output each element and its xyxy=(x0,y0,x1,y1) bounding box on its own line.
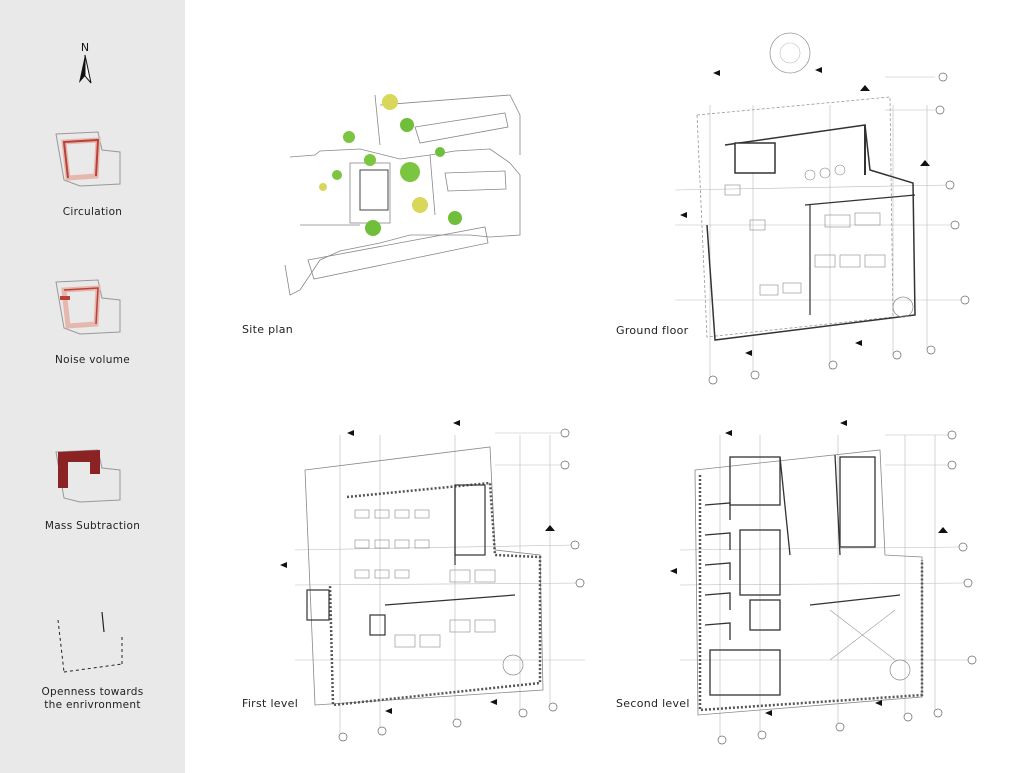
second-level-drawing xyxy=(670,420,977,745)
second-level-caption: Second level xyxy=(616,697,690,710)
legend-mass-label: Mass Subtraction xyxy=(44,520,141,532)
legend-openness-label-2: the enrivronment xyxy=(44,699,141,711)
circulation-icon xyxy=(55,131,121,187)
north-label: N xyxy=(81,41,89,54)
ground-floor-caption: Ground floor xyxy=(616,324,689,337)
north-arrow-icon: N xyxy=(79,41,92,84)
drawings-area: Site plan xyxy=(185,0,1026,773)
noise-volume-icon xyxy=(55,279,121,335)
legend-openness-label-1: Openness towards xyxy=(41,686,144,698)
legend-sidebar: N Circulation Noise volume Mass Subtract… xyxy=(0,0,185,773)
ground-floor-drawing xyxy=(674,32,970,385)
legend-circulation-label: Circulation xyxy=(62,206,123,218)
first-level-caption: First level xyxy=(242,697,299,710)
site-plan-drawing xyxy=(284,94,521,296)
first-level-drawing xyxy=(280,420,585,742)
mass-subtraction-icon xyxy=(55,449,121,503)
openness-icon xyxy=(57,611,123,673)
tree-cluster xyxy=(319,94,462,236)
site-plan-caption: Site plan xyxy=(242,323,294,336)
legend-noise-label: Noise volume xyxy=(55,354,130,366)
